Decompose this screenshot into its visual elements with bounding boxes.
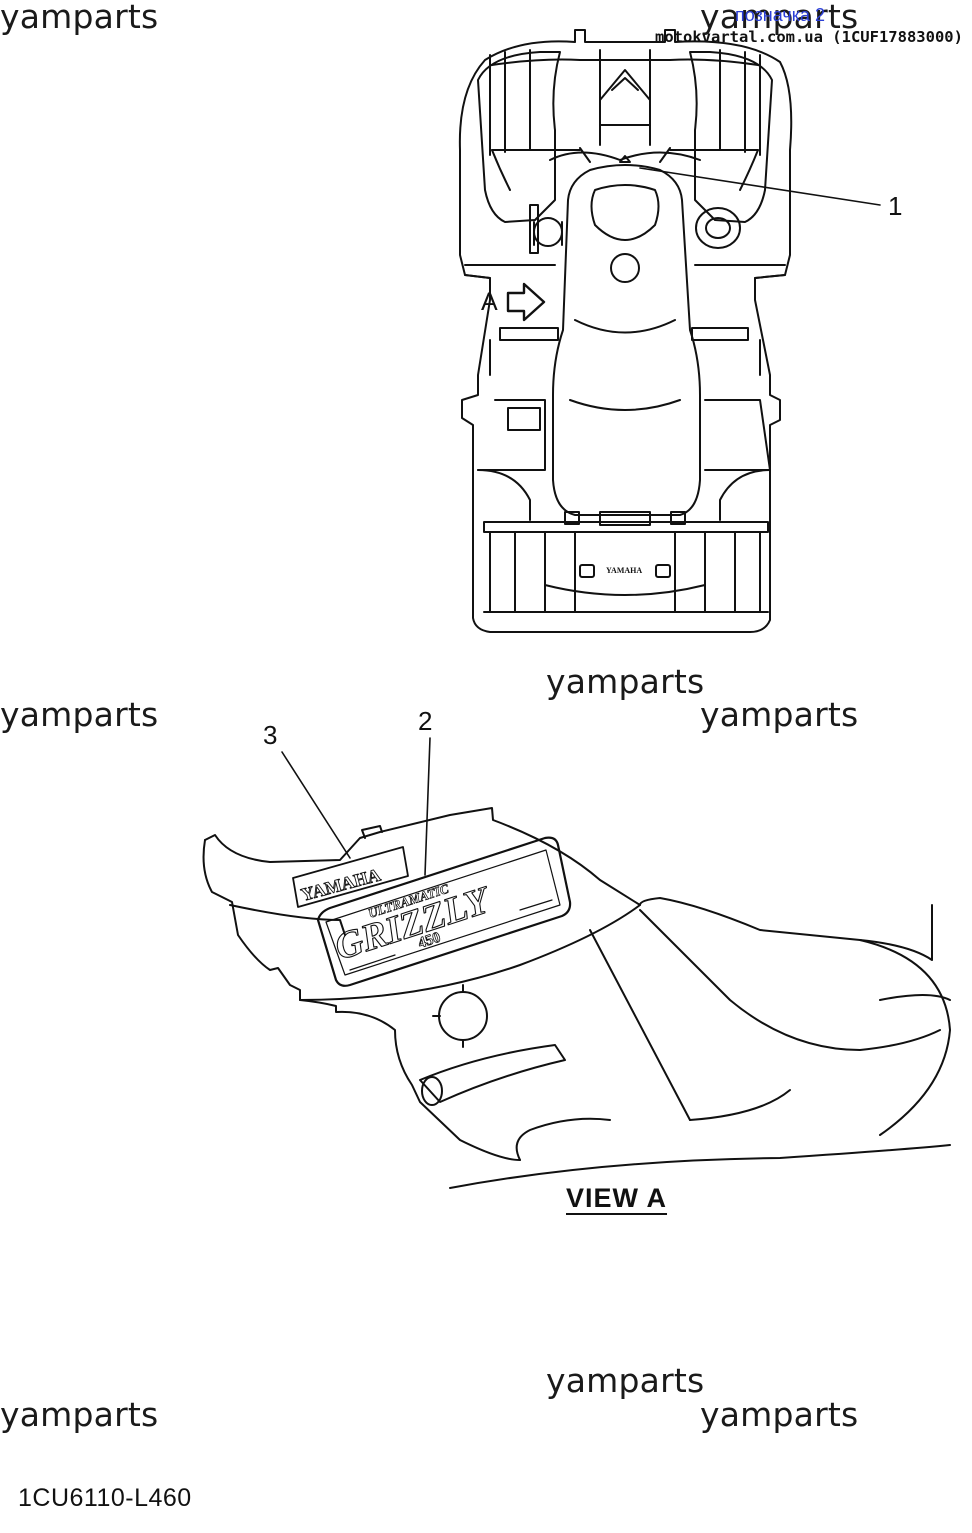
arrow-right-outline-icon xyxy=(506,282,546,322)
callout-2: 2 xyxy=(418,706,433,736)
grizzly-decal xyxy=(316,836,572,987)
watermark: yamparts xyxy=(700,0,859,36)
yamaha-decal xyxy=(292,846,409,908)
callout-1: 1 xyxy=(888,191,903,221)
part-code: 1CU6110-L460 xyxy=(18,1484,192,1512)
watermark: yamparts xyxy=(700,695,859,734)
atv-side-view xyxy=(202,737,951,1189)
watermark: yamparts xyxy=(0,1395,159,1434)
watermark: yamparts xyxy=(546,1361,705,1400)
header-source: motokvartal.com.ua (1CUF17883000) xyxy=(655,28,963,46)
watermark: yamparts xyxy=(546,662,705,701)
view-pointer-label: A xyxy=(481,288,498,316)
watermark: yamparts xyxy=(0,695,159,734)
callout-3: 3 xyxy=(263,720,278,750)
watermark: yamparts xyxy=(0,0,159,36)
yamaha-decal-text: YAMAHA xyxy=(299,864,383,904)
view-title: VIEW A xyxy=(566,1183,668,1213)
watermark: yamparts xyxy=(700,1395,859,1434)
atv-top-view xyxy=(458,29,881,633)
grizzly-decal-engine-text: 450 xyxy=(416,930,442,952)
rack-brand-decal-text: YAMAHA xyxy=(606,566,642,575)
header-title-link[interactable]: позначка 2 xyxy=(735,5,826,25)
